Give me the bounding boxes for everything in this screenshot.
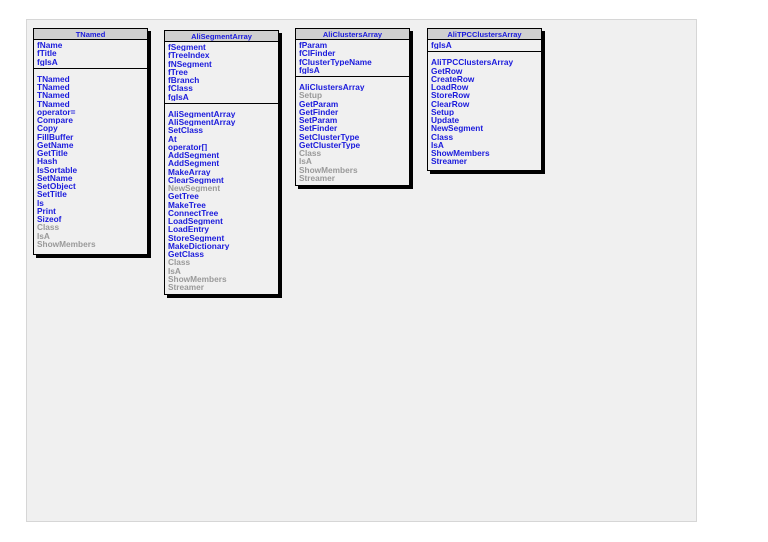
method[interactable]: AliSegmentArray [168, 118, 236, 127]
method[interactable]: operator[] [168, 142, 208, 151]
data-member[interactable]: fBranch [168, 76, 200, 85]
method[interactable]: LoadSegment [168, 217, 223, 226]
data-member[interactable]: fClusterTypeName [299, 57, 372, 66]
method[interactable]: GetName [37, 140, 74, 149]
method[interactable]: Compare [37, 116, 73, 125]
method[interactable]: NewSegment [168, 184, 221, 193]
method[interactable]: ShowMembers [168, 274, 227, 283]
method[interactable]: SetTitle [37, 190, 67, 199]
method[interactable]: SetClusterType [299, 132, 360, 141]
method[interactable]: MakeDictionary [168, 241, 230, 250]
method[interactable]: SetObject [37, 182, 76, 191]
method[interactable]: ShowMembers [37, 239, 96, 248]
method[interactable]: Streamer [299, 173, 335, 182]
method[interactable]: IsA [431, 140, 444, 149]
data-member[interactable]: fgIsA [431, 41, 452, 50]
method[interactable]: Streamer [168, 283, 204, 292]
data-members-section: fgIsA [428, 40, 541, 51]
data-member[interactable]: fgIsA [37, 57, 58, 66]
method[interactable]: SetFinder [299, 124, 338, 133]
method[interactable]: At [168, 134, 177, 143]
method[interactable]: IsSortable [37, 165, 78, 174]
method[interactable]: SetName [37, 173, 73, 182]
method[interactable]: ls [37, 198, 44, 207]
method[interactable]: IsA [299, 157, 312, 166]
data-member[interactable]: fTreeIndex [168, 51, 210, 60]
method[interactable]: Class [299, 149, 322, 158]
method[interactable]: AliClustersArray [299, 83, 365, 92]
method[interactable]: GetClusterType [299, 140, 361, 149]
method[interactable]: ConnectTree [168, 208, 219, 217]
method[interactable]: MakeTree [168, 200, 206, 209]
method[interactable]: Sizeof [37, 215, 62, 224]
method[interactable]: LoadRow [431, 83, 469, 92]
method[interactable]: IsA [37, 231, 50, 240]
method[interactable]: AddSegment [168, 159, 220, 168]
class-title: AliTPCClustersArray [428, 29, 541, 40]
method[interactable]: Class [168, 258, 191, 267]
method[interactable]: MakeArray [168, 167, 211, 176]
method[interactable]: TNamed [37, 83, 70, 92]
data-member[interactable]: fgIsA [299, 65, 320, 74]
method[interactable]: GetTitle [37, 149, 68, 158]
data-member[interactable]: fName [37, 41, 63, 50]
method[interactable]: SetClass [168, 126, 204, 135]
method[interactable]: GetClass [168, 250, 204, 259]
method[interactable]: Class [37, 223, 60, 232]
method[interactable]: GetRow [431, 66, 463, 75]
method[interactable]: TNamed [37, 99, 70, 108]
data-member[interactable]: fSegment [168, 43, 206, 52]
data-member[interactable]: fClass [168, 84, 193, 93]
class-title: AliSegmentArray [165, 31, 278, 42]
method[interactable]: NewSegment [431, 124, 484, 133]
method[interactable]: ClearRow [431, 99, 470, 108]
method[interactable]: ShowMembers [431, 149, 490, 158]
method[interactable]: Setup [431, 107, 455, 116]
method[interactable]: operator= [37, 107, 76, 116]
method[interactable]: GetTree [168, 192, 199, 201]
method[interactable]: GetFinder [299, 107, 339, 116]
method[interactable]: SetParam [299, 116, 338, 125]
method[interactable]: FillBuffer [37, 132, 74, 141]
method[interactable]: TNamed [37, 74, 70, 83]
method[interactable]: Streamer [431, 157, 467, 166]
data-member[interactable]: fgIsA [168, 92, 189, 101]
method[interactable]: StoreSegment [168, 233, 225, 242]
method[interactable]: Hash [37, 157, 58, 166]
data-member[interactable]: fTree [168, 67, 188, 76]
method[interactable]: Copy [37, 124, 58, 133]
method[interactable]: GetParam [299, 99, 339, 108]
method[interactable]: CreateRow [431, 74, 475, 83]
method[interactable]: Class [431, 132, 454, 141]
method[interactable]: ShowMembers [299, 165, 358, 174]
data-member[interactable]: fNSegment [168, 59, 212, 68]
class-title: TNamed [34, 29, 147, 40]
method[interactable]: LoadEntry [168, 225, 210, 234]
method[interactable]: Print [37, 206, 56, 215]
data-member[interactable]: fParam [299, 41, 328, 50]
method[interactable]: TNamed [37, 91, 70, 100]
method[interactable]: AliSegmentArray [168, 109, 236, 118]
method[interactable]: ClearSegment [168, 175, 224, 184]
method[interactable]: AliTPCClustersArray [431, 58, 514, 67]
method[interactable]: StoreRow [431, 91, 470, 100]
class-title: AliClustersArray [296, 29, 409, 40]
method[interactable]: IsA [168, 266, 181, 275]
method[interactable]: Setup [299, 91, 323, 100]
method[interactable]: AddSegment [168, 151, 220, 160]
method[interactable]: Update [431, 116, 460, 125]
data-member[interactable]: fClFinder [299, 49, 336, 58]
data-member[interactable]: fTitle [37, 49, 57, 58]
